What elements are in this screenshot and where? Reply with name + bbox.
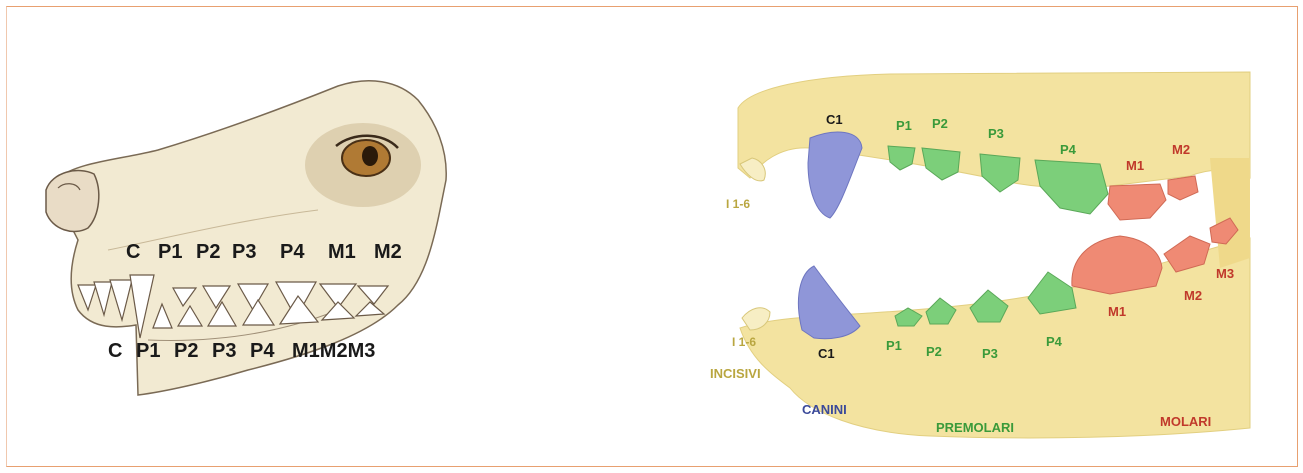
upper-premolar-p1 xyxy=(888,146,915,170)
upper-m2-label: M2 xyxy=(1172,142,1190,157)
upper-molar-m2 xyxy=(1168,176,1198,200)
upper-premolar-p3 xyxy=(980,154,1020,192)
group-incisivi-label: INCISIVI xyxy=(710,366,761,381)
lower-m1-label: M1 xyxy=(1108,304,1126,319)
lower-m3-label: M3 xyxy=(1216,266,1234,281)
lower-label-p1: P1 xyxy=(136,340,160,362)
lower-label-m1m2m3: M1M2M3 xyxy=(292,340,375,362)
upper-premolar-p2 xyxy=(922,148,960,180)
upper-p1-label: P1 xyxy=(896,118,912,133)
lower-premolar-p4 xyxy=(1028,272,1076,314)
upper-p4-label: P4 xyxy=(1060,142,1077,157)
lower-p2-label: P2 xyxy=(926,344,942,359)
upper-label-p3: P3 xyxy=(232,241,256,263)
upper-canine-label: C1 xyxy=(826,112,843,127)
lower-premolar-p3 xyxy=(970,290,1008,322)
upper-label-m1: M1 xyxy=(328,241,356,263)
dog-skull-diagram: C P1 P2 P3 P4 M1 M2 C P1 P2 P3 P4 M1M2M3 xyxy=(38,70,458,410)
upper-premolar-p4 xyxy=(1035,160,1108,214)
upper-m1-label: M1 xyxy=(1126,158,1144,173)
dog-skull-illustration: C P1 P2 P3 P4 M1 M2 C P1 P2 P3 P4 M1M2M3 xyxy=(38,70,458,410)
upper-incisor-label: I 1-6 xyxy=(726,197,750,211)
colored-jaw-diagram: I 1-6 C1 P1 P2 P3 P4 M1 M2 I 1-6 C1 P1 P… xyxy=(690,68,1270,448)
lower-label-c: C xyxy=(108,340,122,362)
lower-label-p3: P3 xyxy=(212,340,236,362)
lower-m2-label: M2 xyxy=(1184,288,1202,303)
lower-p1-label: P1 xyxy=(886,338,902,353)
lower-incisor-label: I 1-6 xyxy=(732,335,756,349)
upper-molar-m1 xyxy=(1108,184,1166,220)
lower-label-p2: P2 xyxy=(174,340,198,362)
upper-canine-tooth xyxy=(808,132,862,218)
lower-label-p4: P4 xyxy=(250,340,275,362)
lower-canine-tooth xyxy=(798,266,860,339)
group-canini-label: CANINI xyxy=(802,402,847,417)
upper-label-m2: M2 xyxy=(374,241,402,263)
upper-p2-label: P2 xyxy=(932,116,948,131)
jaw-illustration: I 1-6 C1 P1 P2 P3 P4 M1 M2 I 1-6 C1 P1 P… xyxy=(690,68,1270,448)
group-premolari-label: PREMOLARI xyxy=(936,420,1014,435)
upper-p3-label: P3 xyxy=(988,126,1004,141)
lower-p3-label: P3 xyxy=(982,346,998,361)
lower-p4-label: P4 xyxy=(1046,334,1063,349)
upper-label-c: C xyxy=(126,241,140,263)
upper-label-p2: P2 xyxy=(196,241,220,263)
upper-label-p4: P4 xyxy=(280,241,305,263)
upper-label-p1: P1 xyxy=(158,241,182,263)
nose-shape xyxy=(46,171,99,232)
lower-molar-m1 xyxy=(1072,236,1162,294)
lower-canine-label: C1 xyxy=(818,346,835,361)
group-molari-label: MOLARI xyxy=(1160,414,1211,429)
